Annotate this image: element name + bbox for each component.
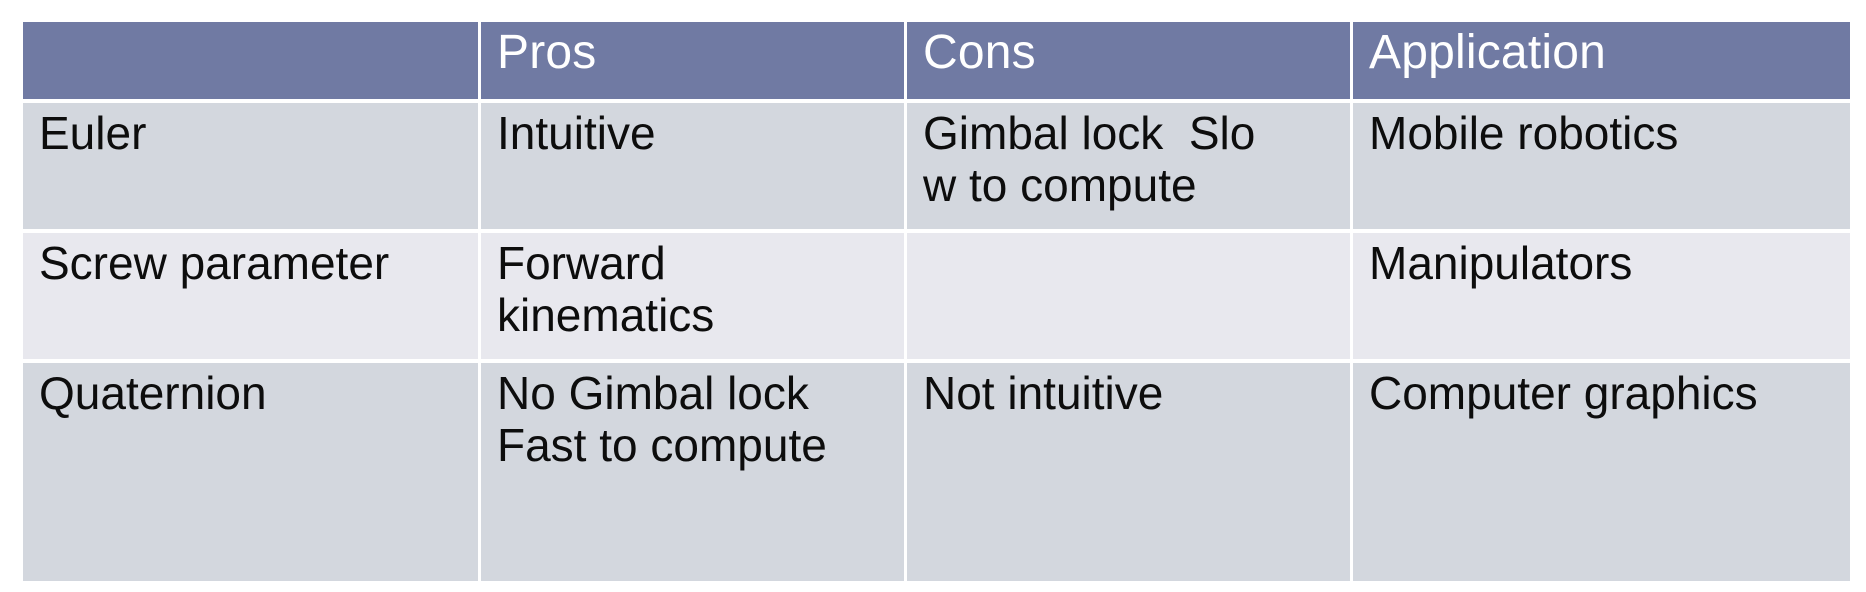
column-header-method (23, 22, 478, 99)
cell-line: Quaternion (39, 367, 267, 419)
column-header-pros: Pros (481, 22, 904, 99)
table-row: Screw parameter Forward kinematics Manip… (23, 233, 1850, 359)
cell-line (923, 237, 1336, 238)
cell-application: Manipulators (1353, 233, 1850, 359)
cell-line: Intuitive (497, 107, 656, 159)
column-header-application: Application (1353, 22, 1850, 99)
cell-line: Not intuitive (923, 367, 1164, 419)
table-row: Euler Intuitive Gimbal lock Slo w to com… (23, 103, 1850, 229)
table-row: Quaternion No Gimbal lock Fast to comput… (23, 363, 1850, 581)
cell-line: Euler (39, 107, 147, 159)
cell-line: Computer graphics (1369, 367, 1758, 419)
cell-cons (907, 233, 1350, 359)
cell-line: Manipulators (1369, 237, 1633, 289)
cell-application: Mobile robotics (1353, 103, 1850, 229)
cell-pros: No Gimbal lock Fast to compute (481, 363, 904, 581)
table-header: Pros Cons Application (23, 22, 1850, 99)
cell-line: Fast to compute (497, 419, 827, 472)
cell-pros: Forward kinematics (481, 233, 904, 359)
cell-cons: Gimbal lock Slo w to compute (907, 103, 1350, 229)
cell-line: Forward (497, 237, 666, 289)
cell-method: Screw parameter (23, 233, 478, 359)
cell-application: Computer graphics (1353, 363, 1850, 581)
cell-cons: Not intuitive (907, 363, 1350, 581)
cell-line: Screw parameter (39, 237, 390, 289)
column-header-cons: Cons (907, 22, 1350, 99)
cell-line: w to compute (923, 159, 1197, 212)
cell-pros: Intuitive (481, 103, 904, 229)
cell-line: Mobile robotics (1369, 107, 1679, 159)
rotation-representation-comparison-table: Pros Cons Application Euler Intuitive Gi… (20, 18, 1853, 585)
cell-line: No Gimbal lock (497, 367, 809, 419)
cell-method: Quaternion (23, 363, 478, 581)
cell-method: Euler (23, 103, 478, 229)
cell-line: Gimbal lock Slo (923, 107, 1256, 159)
table-header-row: Pros Cons Application (23, 22, 1850, 99)
table-body: Euler Intuitive Gimbal lock Slo w to com… (23, 103, 1850, 581)
cell-line: kinematics (497, 289, 715, 342)
